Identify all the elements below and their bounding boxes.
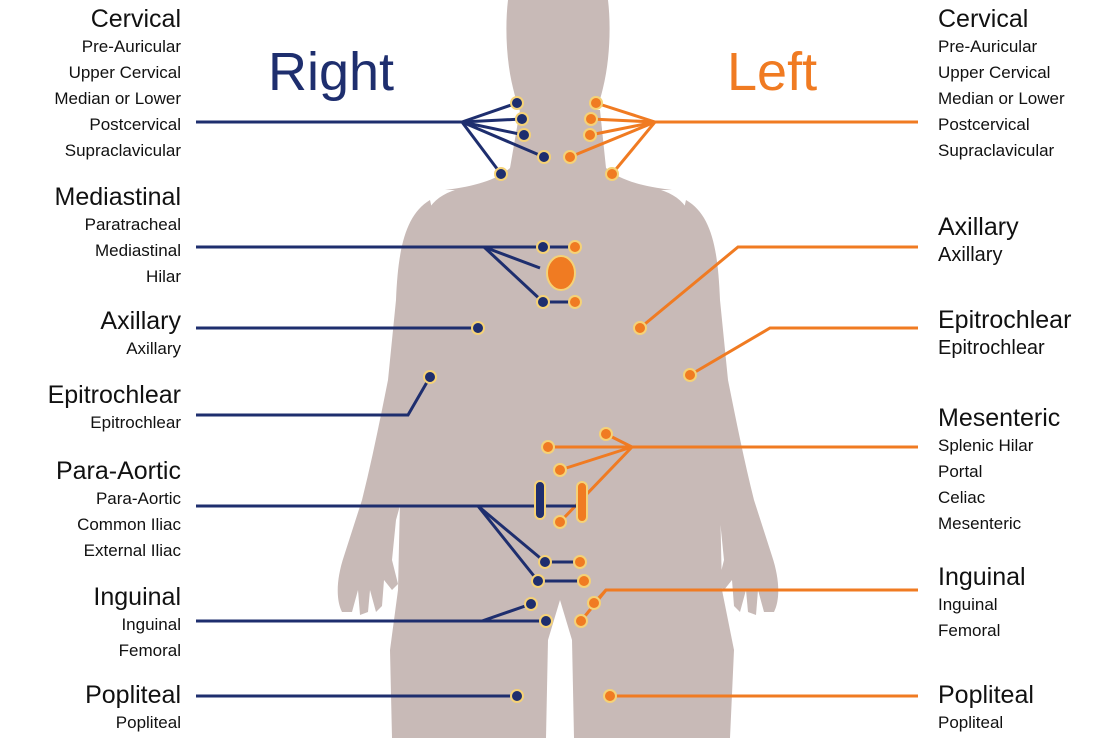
right-popliteal-item: Popliteal — [0, 710, 181, 736]
right-cervical-item: Upper Cervical — [0, 60, 181, 86]
left-common-iliac-node — [574, 556, 586, 568]
side-label-right: Right — [268, 40, 394, 104]
left-epitrochlear-group: Epitrochlear Epitrochlear — [938, 305, 1107, 361]
left-cervical-item: Supraclavicular — [938, 138, 1107, 164]
left-mesenteric-item: Portal — [938, 459, 1107, 485]
left-femoral-node — [575, 615, 587, 627]
left-mesenteric-item: Celiac — [938, 485, 1107, 511]
left-mesenteric-node — [554, 464, 566, 476]
left-cervical-item: Upper Cervical — [938, 60, 1107, 86]
right-axillary-title: Axillary — [0, 306, 181, 336]
right-mediastinal-item: Mediastinal — [0, 238, 181, 264]
left-cervical-node — [585, 113, 597, 125]
right-external-iliac-node — [532, 575, 544, 587]
left-popliteal-item: Popliteal — [938, 710, 1107, 736]
right-cervical-node — [495, 168, 507, 180]
left-mesenteric-node — [600, 428, 612, 440]
right-cervical-node — [516, 113, 528, 125]
left-mediastinal-node — [569, 241, 581, 253]
right-cervical-item: Postcervical — [0, 112, 181, 138]
left-inguinal-item: Inguinal — [938, 592, 1107, 618]
right-inguinal-node — [525, 598, 537, 610]
right-cervical-node — [538, 151, 550, 163]
right-axillary-group: Axillary Axillary — [0, 306, 181, 362]
right-popliteal-title: Popliteal — [0, 680, 181, 710]
left-cervical-node — [584, 129, 596, 141]
left-epitrochlear-title: Epitrochlear — [938, 305, 1107, 335]
left-inguinal-group: Inguinal Inguinal Femoral — [938, 562, 1107, 644]
left-cervical-group: Cervical Pre-Auricular Upper Cervical Me… — [938, 4, 1107, 164]
right-common-iliac-node — [539, 556, 551, 568]
right-inguinal-item: Femoral — [0, 638, 181, 664]
left-cervical-node — [606, 168, 618, 180]
side-label-left: Left — [727, 40, 817, 104]
left-popliteal-node — [604, 690, 616, 702]
right-inguinal-title: Inguinal — [0, 582, 181, 612]
right-cervical-title: Cervical — [0, 4, 181, 34]
left-cervical-item: Pre-Auricular — [938, 34, 1107, 60]
left-mesenteric-title: Mesenteric — [938, 403, 1107, 433]
right-mediastinal-node — [537, 241, 549, 253]
left-inguinal-title: Inguinal — [938, 562, 1107, 592]
right-para-aortic-item: Para-Aortic — [0, 486, 181, 512]
left-cervical-node — [564, 151, 576, 163]
right-axillary-item: Axillary — [0, 336, 181, 362]
right-cervical-item: Supraclavicular — [0, 138, 181, 164]
left-popliteal-group: Popliteal Popliteal — [938, 680, 1107, 736]
right-para-aortic-item: Common Iliac — [0, 512, 181, 538]
left-cervical-node — [590, 97, 602, 109]
right-mediastinal-node — [537, 296, 549, 308]
left-mesenteric-node — [542, 441, 554, 453]
left-axillary-group: Axillary Axillary — [938, 212, 1107, 268]
left-popliteal-title: Popliteal — [938, 680, 1107, 710]
right-mediastinal-item: Hilar — [0, 264, 181, 290]
left-mesenteric-item: Mesenteric — [938, 511, 1107, 537]
right-para-aortic-title: Para-Aortic — [0, 456, 181, 486]
right-axillary-node — [472, 322, 484, 334]
left-para-aortic-node — [577, 482, 587, 522]
right-cervical-item: Pre-Auricular — [0, 34, 181, 60]
right-cervical-item: Median or Lower — [0, 86, 181, 112]
right-inguinal-group: Inguinal Inguinal Femoral — [0, 582, 181, 664]
right-mediastinal-title: Mediastinal — [0, 182, 181, 212]
left-axillary-title: Axillary — [938, 212, 1107, 242]
left-axillary-item: Axillary — [938, 242, 1107, 268]
left-epitrochlear-node — [684, 369, 696, 381]
left-external-iliac-node — [578, 575, 590, 587]
left-axillary-node — [634, 322, 646, 334]
right-para-aortic-node — [535, 481, 545, 519]
left-mesenteric-node — [554, 516, 566, 528]
left-inguinal-node — [588, 597, 600, 609]
left-cervical-item: Median or Lower — [938, 86, 1107, 112]
right-epitrochlear-group: Epitrochlear Epitrochlear — [0, 380, 181, 436]
hilar-node — [547, 256, 575, 290]
left-cervical-title: Cervical — [938, 4, 1107, 34]
left-mesenteric-item: Splenic Hilar — [938, 433, 1107, 459]
right-mediastinal-item: Paratracheal — [0, 212, 181, 238]
right-popliteal-group: Popliteal Popliteal — [0, 680, 181, 736]
right-inguinal-item: Inguinal — [0, 612, 181, 638]
right-popliteal-node — [511, 690, 523, 702]
left-mesenteric-group: Mesenteric Splenic Hilar Portal Celiac M… — [938, 403, 1107, 537]
right-epitrochlear-node — [424, 371, 436, 383]
right-cervical-node — [511, 97, 523, 109]
right-cervical-group: Cervical Pre-Auricular Upper Cervical Me… — [0, 4, 181, 164]
right-epitrochlear-title: Epitrochlear — [0, 380, 181, 410]
left-cervical-item: Postcervical — [938, 112, 1107, 138]
right-cervical-node — [518, 129, 530, 141]
right-mediastinal-group: Mediastinal Paratracheal Mediastinal Hil… — [0, 182, 181, 290]
right-epitrochlear-item: Epitrochlear — [0, 410, 181, 436]
left-epitrochlear-item: Epitrochlear — [938, 335, 1107, 361]
right-inguinal-node — [540, 615, 552, 627]
left-inguinal-item: Femoral — [938, 618, 1107, 644]
right-para-aortic-item: External Iliac — [0, 538, 181, 564]
right-para-aortic-group: Para-Aortic Para-Aortic Common Iliac Ext… — [0, 456, 181, 564]
left-mediastinal-node — [569, 296, 581, 308]
